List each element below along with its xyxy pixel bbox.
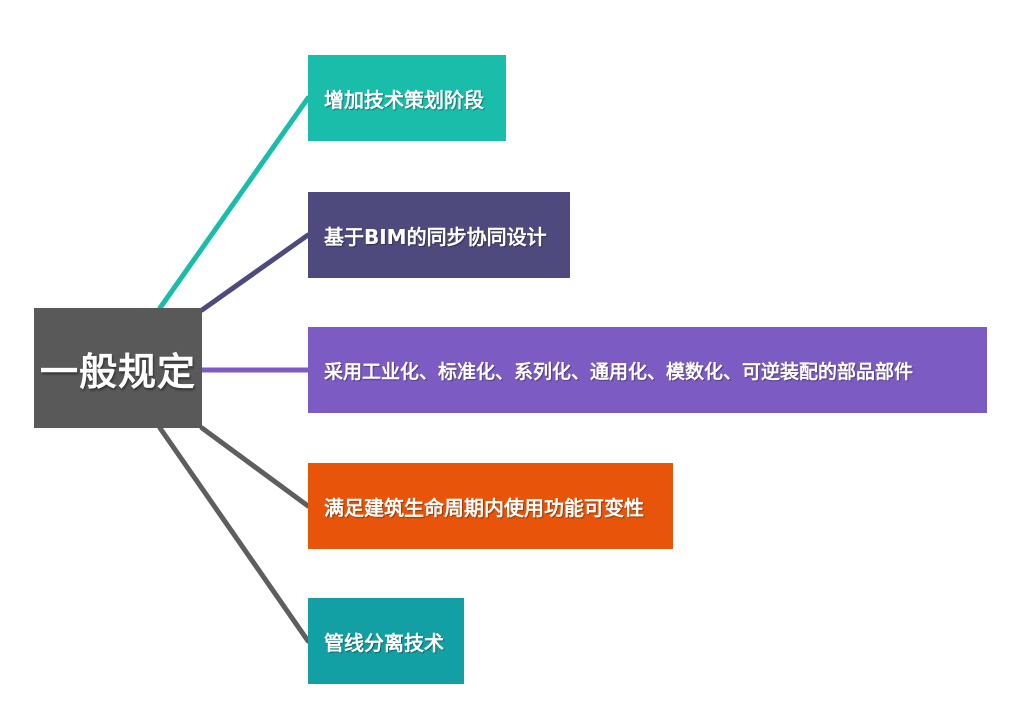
- branch-node-label: 增加技术策划阶段: [324, 87, 484, 112]
- branch-node-label: 基于BIM的同步协同设计: [324, 224, 547, 249]
- root-node-general-provisions: 一般规定: [34, 308, 202, 428]
- connector-line-4: [157, 425, 311, 644]
- branch-node-label: 管线分离技术: [324, 630, 444, 655]
- branch-node-lifecycle-adaptability: 满足建筑生命周期内使用功能可变性: [308, 463, 673, 549]
- branch-node-pipeline-separation: 管线分离技术: [308, 598, 464, 684]
- connector-line-3: [199, 425, 311, 509]
- branch-node-label: 采用工业化、标准化、系列化、通用化、模数化、可逆装配的部品部件: [324, 360, 914, 383]
- branch-node-industrialized-components: 采用工业化、标准化、系列化、通用化、模数化、可逆装配的部品部件: [308, 327, 987, 413]
- branch-node-bim-collaborative-design: 基于BIM的同步协同设计: [308, 192, 570, 278]
- branch-node-technical-planning: 增加技术策划阶段: [308, 55, 506, 141]
- connector-line-1: [199, 232, 311, 313]
- branch-node-label: 满足建筑生命周期内使用功能可变性: [324, 495, 644, 520]
- connector-line-0: [157, 95, 311, 311]
- root-node-label: 一般规定: [39, 349, 196, 394]
